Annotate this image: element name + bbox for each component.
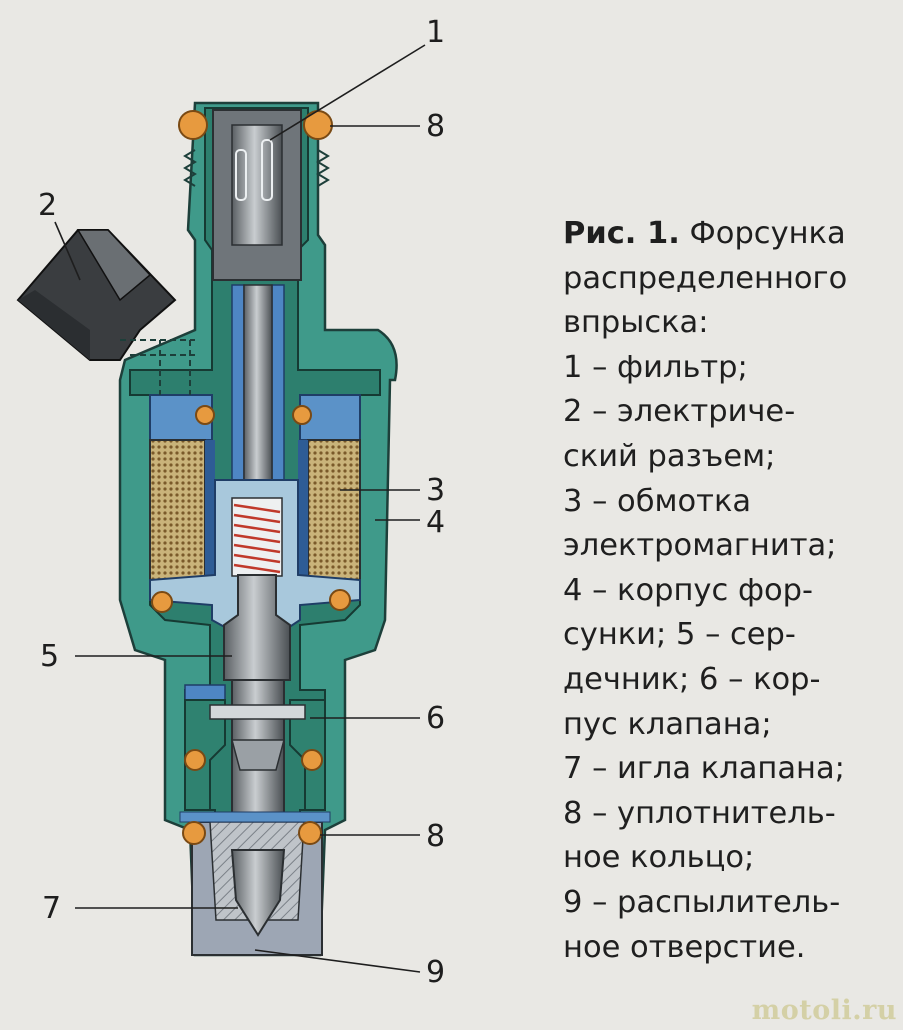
callout-9-nozzle: 9 bbox=[426, 955, 446, 990]
seal-top-right bbox=[303, 110, 333, 140]
leader-lines bbox=[54, 44, 426, 973]
callout-8-top-seal: 8 bbox=[426, 109, 446, 144]
spring bbox=[233, 503, 281, 574]
valve-body bbox=[184, 699, 226, 811]
caption-line: электромагнита; bbox=[563, 528, 837, 564]
caption-line: дечник; 6 – кор- bbox=[563, 661, 821, 697]
caption-line: ский разъем; bbox=[563, 438, 776, 474]
caption-line: 8 – уплотнитель- bbox=[563, 795, 836, 831]
caption-line: распределенного bbox=[563, 260, 848, 296]
filter-element bbox=[231, 124, 283, 246]
watermark: motoli.ru bbox=[751, 995, 897, 1026]
central-tube-right bbox=[271, 284, 285, 501]
seal-rings bbox=[151, 110, 351, 845]
central-tube-left bbox=[231, 284, 245, 501]
caption-line: Рис. 1. Форсунка bbox=[563, 216, 846, 251]
seal-top-left bbox=[178, 110, 208, 140]
caption-line: ное отверстие. bbox=[563, 929, 806, 965]
callout-3-coil: 3 bbox=[426, 473, 446, 508]
central-rod bbox=[243, 284, 273, 501]
valve-body-blue bbox=[184, 684, 226, 701]
callout-1-filter: 1 bbox=[426, 15, 446, 50]
caption-line: 9 – распылитель- bbox=[563, 884, 841, 920]
callout-7-needle: 7 bbox=[42, 891, 62, 926]
caption-line: 3 – обмотка bbox=[563, 483, 752, 519]
callout-6-valve-body: 6 bbox=[426, 701, 446, 736]
callout-8-bottom-seal: 8 bbox=[426, 819, 446, 854]
caption-line: сунки; 5 – сер- bbox=[563, 617, 796, 653]
coil-left bbox=[149, 439, 206, 581]
caption-line: 1 – фильтр; bbox=[563, 349, 748, 385]
seal-bottom-right bbox=[298, 821, 322, 845]
armature-core bbox=[223, 574, 291, 681]
caption-line: ное кольцо; bbox=[563, 840, 755, 876]
callout-4-body: 4 bbox=[426, 505, 446, 540]
caption-line: впрыска: bbox=[563, 305, 709, 341]
caption-line: 4 – корпус фор- bbox=[563, 572, 814, 608]
seal-bottom-left bbox=[182, 821, 206, 845]
caption-line: пус клапана; bbox=[563, 706, 772, 742]
figure-caption: Рис. 1. Форсунка распределенного впрыска… bbox=[563, 212, 898, 970]
figure-label: Рис. 1. bbox=[563, 216, 680, 251]
callout-2-connector: 2 bbox=[38, 188, 58, 223]
caption-line: 2 – электриче- bbox=[563, 394, 796, 430]
callout-5-core: 5 bbox=[40, 639, 60, 674]
caption-line: 7 – игла клапана; bbox=[563, 751, 845, 787]
coil-right bbox=[307, 439, 361, 581]
needle-tip bbox=[230, 849, 286, 937]
